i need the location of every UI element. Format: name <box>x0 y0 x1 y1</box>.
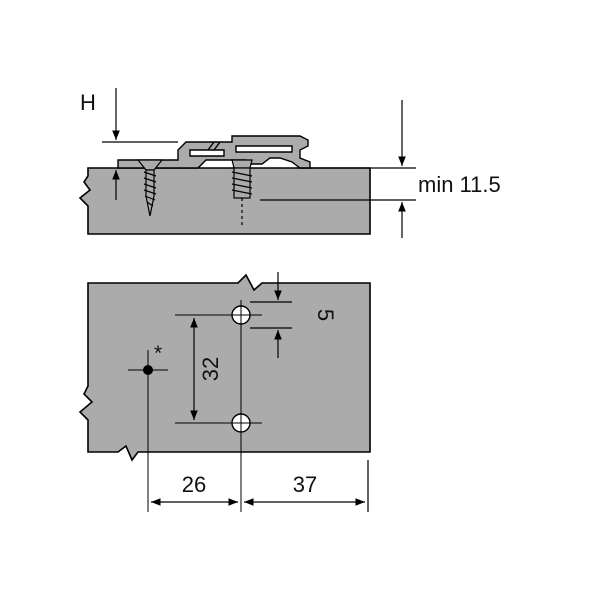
height-label: H <box>80 90 96 115</box>
left-distance-label: 26 <box>182 472 206 497</box>
min-thickness-label: min 11.5 <box>418 172 501 197</box>
reference-marker: * <box>154 342 162 365</box>
bottom-dimensions <box>151 460 369 512</box>
side-panel <box>78 167 371 235</box>
hole-offset-label: 5 <box>313 309 338 321</box>
euro-screw <box>231 159 253 226</box>
height-dimension <box>102 88 178 200</box>
hole-spacing-label: 32 <box>198 357 223 381</box>
wood-screw <box>136 159 164 217</box>
thickness-dimension <box>260 100 416 238</box>
top-view: * 5 32 26 37 <box>78 272 371 512</box>
hole-offset-dimension <box>250 272 292 358</box>
right-distance-label: 37 <box>293 472 317 497</box>
hole-centerlines <box>175 300 262 512</box>
reference-point <box>128 350 168 512</box>
side-view: H min 11.5 <box>78 88 501 238</box>
top-panel <box>78 273 371 462</box>
